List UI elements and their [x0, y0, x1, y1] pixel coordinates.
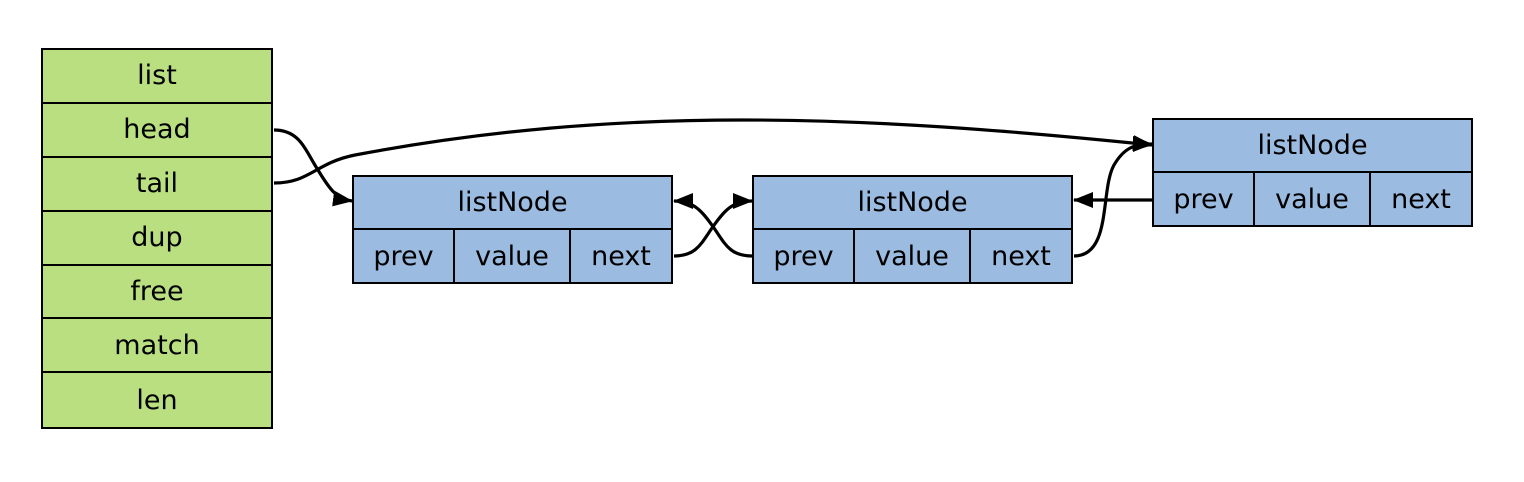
- list-field-tail: tail: [43, 158, 271, 212]
- head-to-first-node-arrow: [273, 128, 353, 207]
- list-field-match: match: [43, 319, 271, 374]
- list-node-3: listNode prev value next: [1152, 118, 1473, 227]
- list-node-3-next: next: [1391, 183, 1451, 215]
- list-struct-title: list: [43, 50, 271, 104]
- node1-next-to-node2-arrow: [673, 193, 753, 258]
- list-node-3-prev: prev: [1154, 173, 1255, 225]
- list-node-1-value: value: [455, 230, 571, 282]
- list-struct: list head tail dup free match len: [41, 48, 273, 430]
- list-field-free: free: [43, 266, 271, 320]
- list-node-3-title: listNode: [1154, 120, 1471, 173]
- list-node-2-next: next: [991, 240, 1051, 272]
- list-node-1-next: next: [591, 240, 651, 272]
- node2-prev-to-node1-arrow: [673, 193, 753, 258]
- list-node-1-title: listNode: [354, 177, 671, 230]
- list-field-len: len: [136, 384, 178, 416]
- list-field-dup: dup: [43, 212, 271, 266]
- list-node-2-title: listNode: [754, 177, 1071, 230]
- list-node-1: listNode prev value next: [352, 175, 673, 284]
- list-node-3-value: value: [1255, 173, 1371, 225]
- list-node-1-prev: prev: [354, 230, 455, 282]
- list-field-head: head: [43, 104, 271, 158]
- list-node-2-prev: prev: [754, 230, 855, 282]
- tail-to-last-node-arrow: [273, 118, 1153, 185]
- list-node-2: listNode prev value next: [752, 175, 1073, 284]
- node2-next-to-node3-arrow: [1073, 136, 1153, 258]
- list-node-2-value: value: [855, 230, 971, 282]
